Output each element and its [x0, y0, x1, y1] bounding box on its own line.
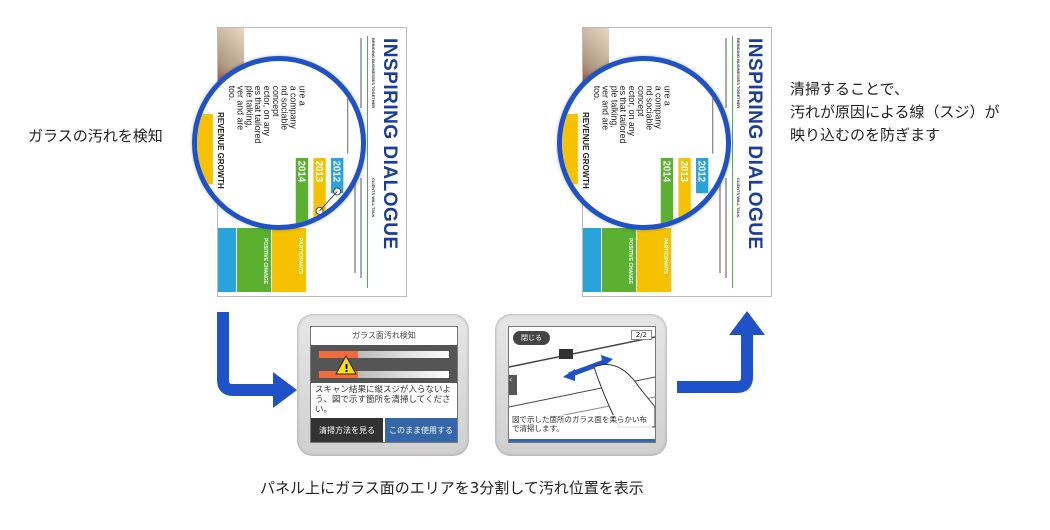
result-label: 清掃することで、汚れが原因による線（スジ）が映り込むのを防ぎます — [790, 80, 1000, 144]
svg-text:ure a: ure a — [297, 86, 307, 106]
panel-title: ガラス面汚れ検知 — [352, 331, 416, 340]
svg-text:concept: concept — [636, 86, 646, 117]
change-box — [583, 228, 601, 292]
svg-text:too.: too. — [592, 86, 602, 101]
participants-label: PARTICIPANTS — [662, 238, 668, 275]
instruction-message: 図で示した箇所のガラス面を柔らかい布で清掃します。 — [512, 415, 652, 433]
continue-button[interactable]: このまま使用する — [385, 418, 457, 442]
doc-subtitle: BRINGING BUSINESSES TOGETHER — [371, 38, 376, 109]
control-panel-instructions: 閉じる 2/2 ‹ 図で示した箇所のガラス面を柔らかい布で清掃します。 — [495, 314, 667, 456]
svg-text:es that tailored: es that tailored — [253, 86, 263, 144]
participants-box: PARTICIPANTS — [272, 228, 306, 292]
revenue-label: REVENUE GROWTH — [216, 112, 225, 189]
positive-box: POSITIVE CHANGE — [602, 228, 636, 292]
caption: パネル上にガラス面のエリアを3分割して汚れ位置を表示 — [260, 479, 644, 497]
svg-text:ure a: ure a — [662, 86, 672, 106]
year-2014: 2014 — [660, 161, 671, 183]
svg-text:nd sociable: nd sociable — [645, 86, 655, 131]
svg-text:too.: too. — [227, 86, 237, 101]
participants-label: PARTICIPANTS — [297, 238, 303, 275]
year-2013: 2013 — [313, 161, 324, 183]
positive-change-label: POSITIVE CHANGE — [627, 238, 633, 285]
cleaning-illustration — [509, 336, 655, 428]
svg-text:ver and are: ver and are — [236, 86, 246, 131]
body-text: ure a a company nd sociable concept ecto… — [227, 86, 308, 144]
arrow-right-up-icon — [677, 311, 765, 393]
positive-box: POSITIVE CHANGE — [237, 228, 271, 292]
prev-arrow-icon[interactable]: ‹ — [509, 375, 517, 395]
page-indicator: 2/2 — [630, 330, 652, 340]
divider — [732, 36, 733, 288]
svg-text:!: ! — [344, 362, 349, 375]
doc-clients: CLIENTS WILL TALK — [371, 178, 376, 218]
doc-title: INSPIRING DIALOGUE — [379, 38, 400, 250]
magnifier-before: 2012 2013 2014 ure a a company nd sociab… — [192, 56, 366, 230]
revenue-label: REVENUE GROWTH — [581, 112, 590, 189]
warning-icon: ! — [335, 355, 357, 375]
year-2012: 2012 — [696, 161, 707, 183]
doc-title: INSPIRING DIALOGUE — [744, 38, 765, 250]
view-cleaning-button[interactable]: 清掃方法を見る — [311, 418, 383, 442]
year-2014: 2014 — [295, 161, 306, 183]
scanner-illustration: ! — [311, 345, 457, 383]
svg-text:es that tailored: es that tailored — [618, 86, 628, 144]
doc-subtitle: BRINGING BUSINESSES TOGETHER — [736, 38, 741, 109]
svg-text:a company: a company — [288, 86, 298, 130]
arrow-down-right-icon — [217, 312, 297, 408]
magnifier-after: 2012 2013 2014 ure a a company nd sociab… — [557, 56, 731, 230]
svg-text:ver and are: ver and are — [601, 86, 611, 131]
svg-text:ector, on any: ector, on any — [627, 86, 637, 137]
svg-text:concept: concept — [271, 86, 281, 117]
divider — [367, 36, 368, 288]
year-2012: 2012 — [331, 161, 342, 183]
panel-message: スキャン結果に縦スジが入らないよう、図で示す箇所を清掃してください。 — [315, 385, 451, 415]
year-2013: 2013 — [678, 161, 689, 183]
svg-text:a company: a company — [653, 86, 663, 130]
positive-change-label: POSITIVE CHANGE — [262, 238, 268, 285]
svg-text:nd sociable: nd sociable — [280, 86, 290, 131]
control-panel-warning: ガラス面汚れ検知 ! スキャン結果に縦スジが入らないよう、図で示す箇所を清掃して… — [297, 314, 469, 456]
svg-text:ector, on any: ector, on any — [262, 86, 272, 137]
body-text: ure a a company nd sociable concept ecto… — [592, 86, 673, 144]
svg-text:ple talking,: ple talking, — [244, 86, 254, 128]
change-box — [218, 228, 236, 292]
doc-clients: CLIENTS WILL TALK — [736, 178, 741, 218]
detect-label: ガラスの汚れを検知 — [28, 127, 163, 145]
close-button[interactable]: 閉じる — [513, 331, 550, 345]
svg-text:ple talking,: ple talking, — [609, 86, 619, 128]
participants-box: PARTICIPANTS — [637, 228, 671, 292]
